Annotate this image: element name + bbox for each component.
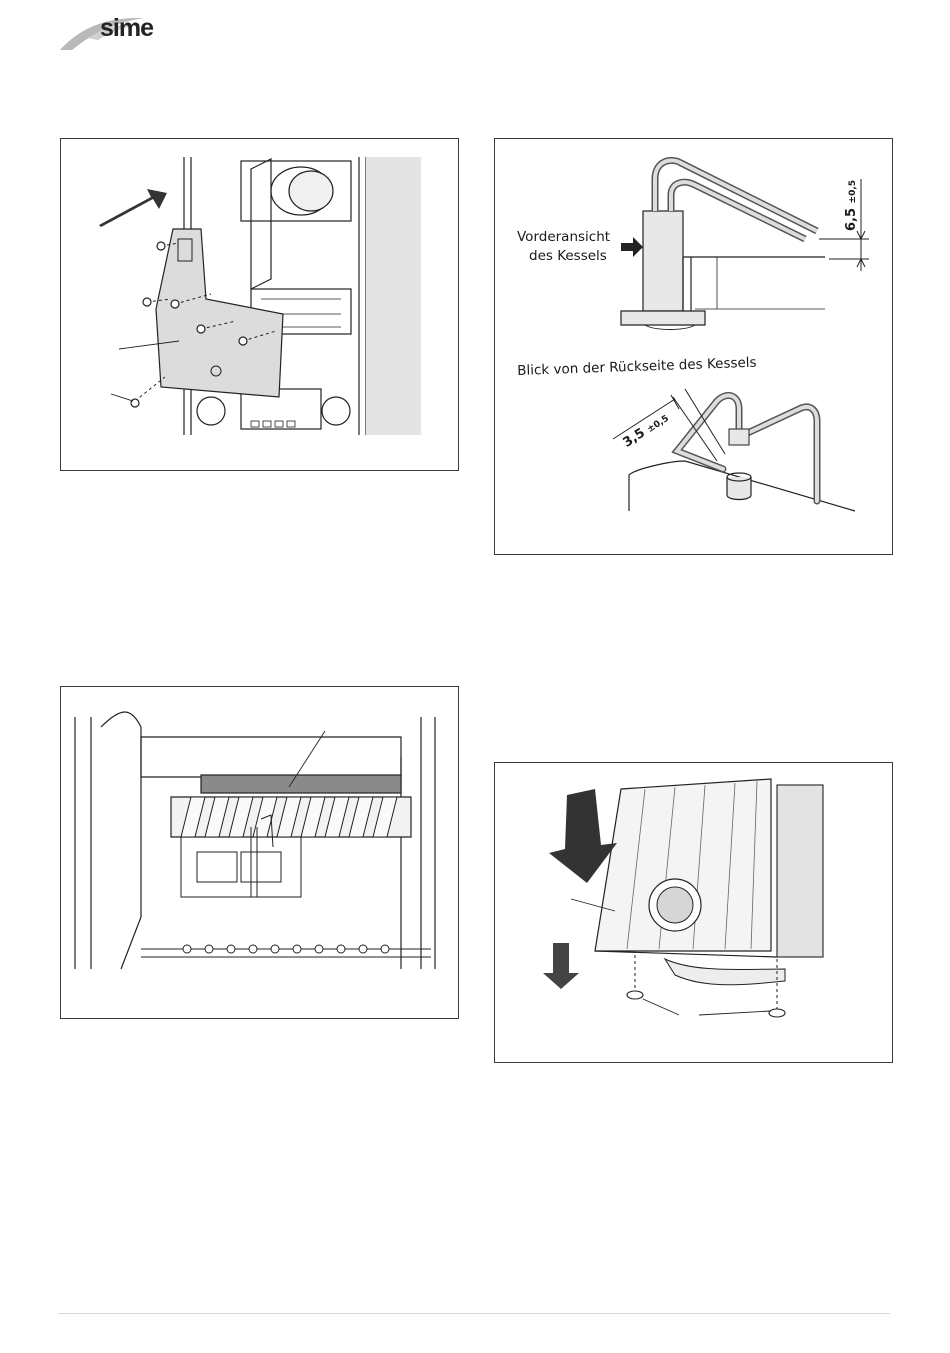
- brand-name: sime: [100, 14, 153, 43]
- burner-assembly-illustration: [61, 687, 458, 1018]
- dimension-front: 6,5 ±0,5: [845, 180, 858, 231]
- figure-panel-removal: [60, 138, 459, 471]
- figure-electrode-dimensions: Vorderansicht des Kessels Blick von der …: [494, 138, 893, 555]
- electrode-dimensions-illustration: [495, 139, 892, 554]
- footer-divider: [58, 1313, 890, 1314]
- panel-removal-illustration: [61, 139, 458, 470]
- dimension-front-value: 6,5: [844, 208, 859, 231]
- front-view-label-line1: Vorderansicht: [517, 231, 610, 245]
- figure-casing-fitting: [494, 762, 893, 1063]
- figure-burner-assembly: [60, 686, 459, 1019]
- dimension-front-tolerance: ±0,5: [848, 180, 858, 203]
- front-view-label-line2: des Kessels: [529, 250, 607, 264]
- casing-fitting-illustration: [495, 763, 892, 1062]
